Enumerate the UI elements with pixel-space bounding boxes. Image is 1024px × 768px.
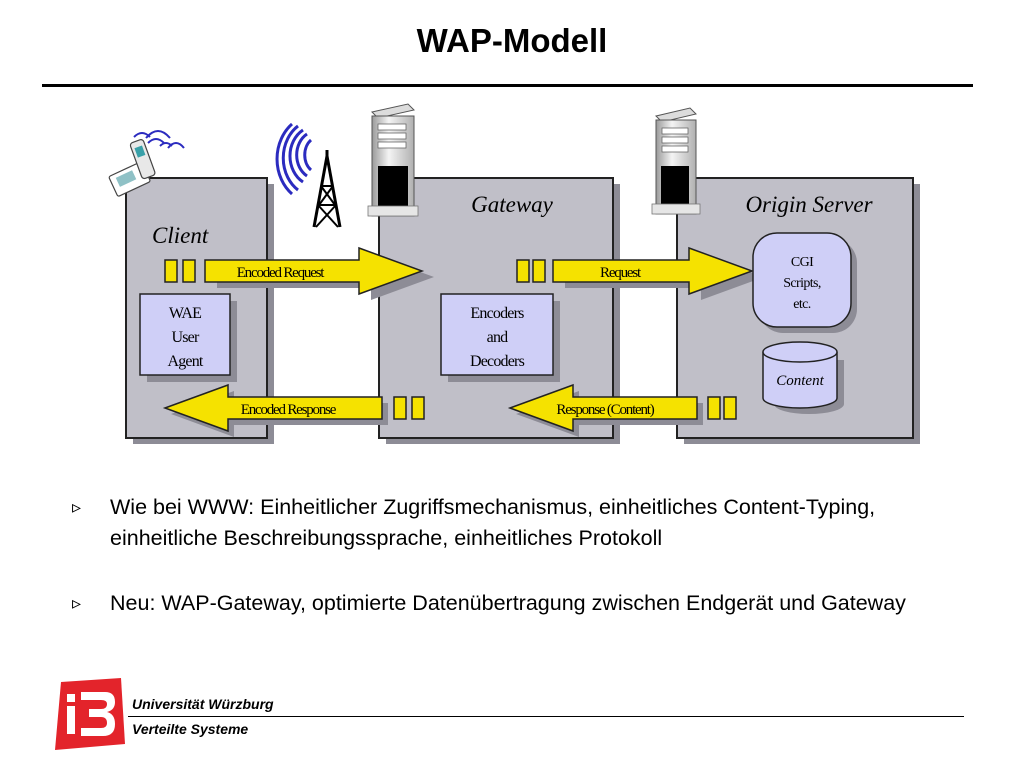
bullet-marker: ▹: [72, 593, 82, 613]
footer-university: Universität Würzburg: [132, 696, 274, 712]
title-divider: [42, 84, 973, 87]
response-arrow: Response (Content): [507, 383, 737, 437]
bullet-text: Wie bei WWW: Einheitlicher Zugriffsmecha…: [110, 495, 876, 550]
cgi-line-1: CGI: [791, 255, 814, 270]
encoded-response-arrow: Encoded Response: [162, 383, 425, 437]
encoders-line-2: and: [487, 329, 509, 346]
bullet-list: ▹ Wie bei WWW: Einheitlicher Zugriffsmec…: [72, 492, 972, 653]
wae-user-agent-box: WAE User Agent: [139, 293, 237, 382]
origin-server-label: Origin Server: [745, 192, 873, 217]
encoders-decoders-box: Encoders and Decoders: [440, 293, 560, 382]
request-arrow: Request: [516, 246, 764, 300]
mobile-phone-icon: [108, 130, 185, 197]
encoded-request-arrow: Encoded Request: [164, 246, 434, 300]
content-database-icon: Content: [762, 341, 844, 414]
origin-server-icon: [651, 107, 701, 215]
response-text: Response (Content): [556, 402, 654, 418]
footer-divider: [128, 716, 964, 717]
footer-department: Verteilte Systeme: [132, 721, 249, 737]
gateway-server-icon: [367, 103, 419, 217]
bullet-text: Neu: WAP-Gateway, optimierte Datenübertr…: [110, 591, 906, 615]
encoded-response-text: Encoded Response: [241, 402, 337, 418]
cgi-line-2: Scripts,: [783, 276, 821, 291]
content-label: Content: [776, 373, 824, 389]
i3-logo: [55, 678, 125, 750]
encoders-line-3: Decoders: [470, 353, 525, 370]
slide-title: WAP-Modell: [416, 22, 608, 59]
cgi-scripts-box: CGI Scripts, etc.: [752, 232, 857, 333]
cgi-line-3: etc.: [793, 297, 811, 312]
encoders-line-1: Encoders: [470, 305, 524, 322]
request-text: Request: [600, 265, 642, 281]
wae-line-2: User: [171, 329, 199, 346]
gateway-label: Gateway: [471, 192, 554, 217]
bullet-item: ▹ Neu: WAP-Gateway, optimierte Datenüber…: [72, 588, 972, 619]
bullet-marker: ▹: [72, 497, 82, 517]
encoded-request-text: Encoded Request: [237, 265, 326, 281]
wae-line-3: Agent: [167, 353, 203, 370]
wap-model-diagram: Client Gateway Origin Server Encoded Req…: [108, 103, 920, 444]
client-label: Client: [152, 223, 209, 248]
bullet-item: ▹ Wie bei WWW: Einheitlicher Zugriffsmec…: [72, 492, 972, 554]
antenna-tower-icon: [275, 122, 342, 228]
wae-line-1: WAE: [169, 305, 201, 322]
